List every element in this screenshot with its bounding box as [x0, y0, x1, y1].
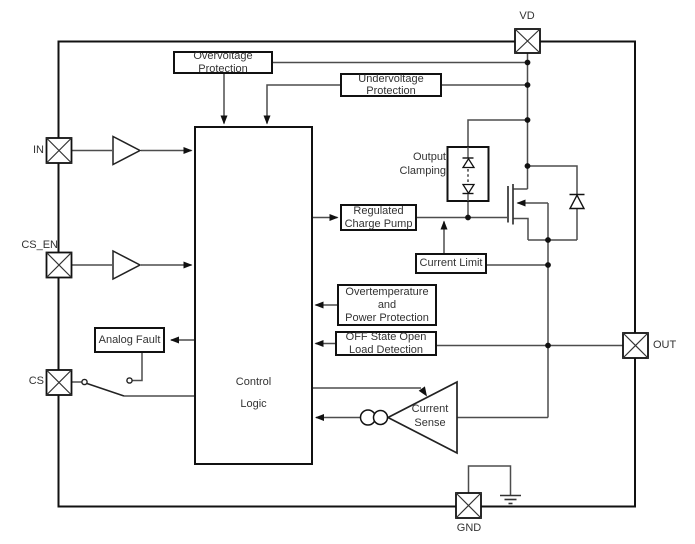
analog-fault-label: Analog Fault — [98, 333, 161, 346]
analog-fault-block: Analog Fault — [94, 327, 165, 353]
vd-pin-label: VD — [519, 10, 535, 22]
switch-contact-cs — [81, 378, 88, 386]
cs-pin — [45, 369, 73, 396]
out-pin-label: OUT — [653, 339, 677, 351]
control-logic-label: Control Logic — [196, 371, 311, 415]
freewheel-diode-top-wire — [527, 165, 578, 194]
overtemperature-label-line3: Power Protection — [345, 311, 429, 324]
out-pin — [622, 332, 649, 359]
off-state-open-load-detection-block: OFF State Open Load Detection — [335, 331, 437, 356]
cs-en-pin-label: CS_EN — [21, 239, 58, 251]
current-sense-amp-icon — [386, 380, 458, 455]
overtemperature-power-protection-block: Overtemperature and Power Protection — [337, 284, 437, 326]
package-pins — [45, 28, 649, 519]
overtemperature-label-line2: and — [377, 298, 397, 311]
in-pin-label: IN — [33, 144, 44, 156]
output-clamp-icon — [446, 146, 490, 202]
switch-arm — [86, 382, 125, 397]
cs-pin-label: CS — [28, 375, 44, 387]
vd-to-clamp-wire — [467, 119, 528, 147]
output-clamping-label-line1: Output — [412, 151, 446, 163]
freewheel-diode-icon — [568, 193, 586, 210]
ground-symbol-icon — [500, 494, 521, 505]
current-sense-label: Current Sense — [403, 402, 457, 430]
undervoltage-protection-label-line1: Undervoltage — [358, 72, 424, 85]
analog-fault-contact-wire — [132, 353, 143, 382]
wires — [71, 53, 623, 495]
in-pin — [45, 137, 73, 164]
overvoltage-protection-label-line2: Protection — [198, 62, 248, 75]
overtemperature-label-line1: Overtemperature — [345, 285, 429, 298]
off-state-label-line2: Load Detection — [349, 343, 423, 356]
control-logic-block: Control Logic — [194, 126, 313, 465]
gnd-wire — [467, 465, 512, 495]
regulated-charge-pump-label-line2: Charge Pump — [344, 217, 413, 230]
overvoltage-protection-block: Overvoltage Protection — [173, 50, 273, 75]
current-sense-label-line2: Sense — [414, 417, 446, 429]
in-buffer-icon — [112, 135, 142, 166]
undervoltage-to-control-wire — [263, 84, 340, 125]
regulated-charge-pump-label-line1: Regulated — [353, 205, 404, 217]
current-sense-label-line1: Current — [411, 403, 449, 415]
current-mirror-circle-right — [372, 409, 389, 426]
mosfet-source-stub — [513, 217, 529, 240]
overvoltage-protection-label-line1: Overvoltage — [193, 50, 253, 62]
gnd-pin-label: GND — [456, 522, 482, 534]
junction-dots — [465, 59, 551, 349]
current-limit-label: Current Limit — [419, 257, 483, 270]
off-state-label-line1: OFF State Open — [345, 331, 427, 343]
control-logic-label-line2: Logic — [240, 398, 267, 410]
cs-en-buffer-icon — [112, 249, 142, 281]
regulated-charge-pump-block: Regulated Charge Pump — [340, 204, 417, 231]
undervoltage-protection-label-line2: Protection — [366, 85, 416, 97]
mosfet-icon — [507, 184, 514, 225]
output-clamping-label: Output Clamping — [380, 151, 446, 178]
cs-en-pin — [45, 251, 73, 279]
current-limit-block: Current Limit — [415, 253, 487, 274]
sense-enable-arrowhead — [418, 386, 427, 397]
undervoltage-protection-block: Undervoltage Protection — [340, 73, 442, 97]
control-logic-label-line1: Control — [235, 376, 272, 388]
output-clamping-label-line2: Clamping — [399, 164, 446, 177]
gnd-pin — [455, 492, 482, 519]
vd-pin — [514, 28, 541, 54]
switch-contact-analog-fault — [126, 377, 133, 384]
